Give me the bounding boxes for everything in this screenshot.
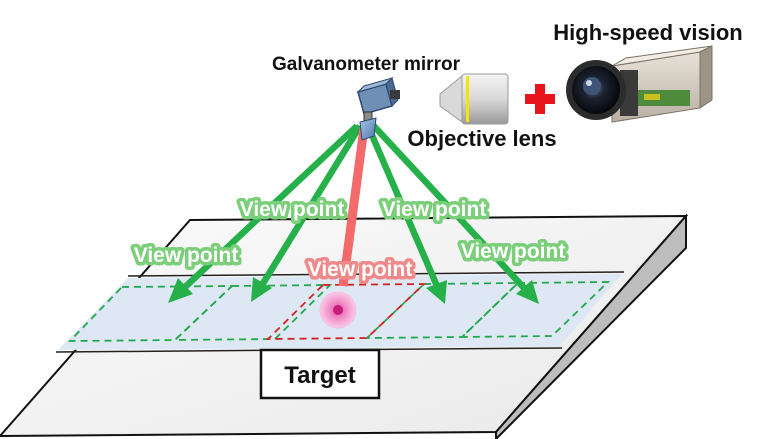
high-speed-vision-label: High-speed vision bbox=[553, 20, 742, 45]
red-beam bbox=[338, 127, 369, 287]
objective-lens-label: Objective lens bbox=[407, 126, 556, 151]
view-point-label-1: View point bbox=[240, 198, 345, 221]
arrow-view-point-1 bbox=[168, 123, 360, 303]
plus-icon bbox=[525, 84, 555, 114]
view-arrows bbox=[168, 121, 539, 304]
high-speed-camera-icon bbox=[566, 45, 713, 123]
view-region-1 bbox=[67, 285, 235, 342]
target-label-box: Target bbox=[259, 348, 381, 400]
galvanometer-mirror-label: Galvanometer mirror bbox=[272, 54, 461, 75]
band-edge-top bbox=[127, 271, 625, 277]
view-point-label-3: View point bbox=[134, 244, 239, 267]
target-label: Target bbox=[284, 362, 356, 389]
galvanometer-mirror-icon bbox=[356, 76, 400, 141]
target-cell bbox=[319, 291, 357, 329]
objective-lens-icon bbox=[439, 73, 509, 125]
view-region-2 bbox=[172, 284, 333, 341]
arrow-view-point-4 bbox=[369, 121, 539, 304]
view-region-center bbox=[265, 283, 427, 340]
view-region-4 bbox=[459, 281, 611, 338]
view-regions bbox=[67, 281, 611, 342]
view-point-label-2: View point bbox=[382, 198, 487, 221]
view-point-label-4: View point bbox=[461, 240, 566, 263]
arrow-view-point-2 bbox=[251, 124, 363, 302]
stage-right-face bbox=[495, 213, 687, 439]
arrow-view-point-3 bbox=[365, 124, 447, 304]
view-point-label-center: View point bbox=[308, 258, 413, 281]
